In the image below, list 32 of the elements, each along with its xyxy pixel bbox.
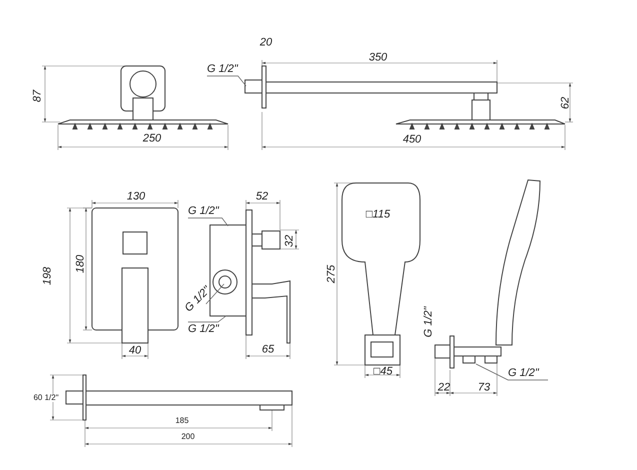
leader-line [476, 364, 548, 380]
dimension-value: □115 [366, 210, 390, 220]
leader-line [206, 284, 224, 304]
dimension-value: 60 1/2" [33, 394, 59, 402]
dimension-value: 52 [256, 192, 268, 202]
dimension-value: 198 [42, 266, 54, 286]
leader-line [206, 76, 246, 86]
dimension-value: 22 [438, 382, 450, 394]
dimension-value: G 1/2" [424, 306, 434, 338]
dimension-value: 87 [32, 90, 44, 102]
thread-size-label: G 1/2" [188, 322, 228, 336]
dimension-value: 250 [142, 134, 162, 144]
dimension-value: 180 [76, 254, 86, 274]
dimension-value: 350 [368, 52, 388, 64]
thread-size-label: G 1/2" [182, 276, 220, 316]
dimension-value: 275 [326, 264, 338, 284]
leader-line [188, 218, 228, 226]
dimension-value: 200 [181, 433, 195, 441]
dimension-value: □45 [374, 366, 392, 378]
dimension-value: 185 [175, 417, 189, 425]
thread-size-label: G 1/2" [188, 204, 228, 218]
dimension-value: 20 [260, 38, 272, 48]
dimension-value: 62 [560, 96, 572, 110]
dimension-value: 130 [126, 192, 146, 202]
thread-size-label: G 1/2" [207, 62, 247, 76]
leader-line [188, 316, 226, 322]
dimension-value: 32 [284, 234, 296, 248]
dimension-value: 73 [478, 382, 490, 394]
dimension-value: 40 [128, 346, 142, 356]
dimension-value: 65 [262, 344, 274, 356]
thread-size-label: G 1/2" [508, 366, 548, 380]
dimension-value: 450 [402, 134, 422, 146]
